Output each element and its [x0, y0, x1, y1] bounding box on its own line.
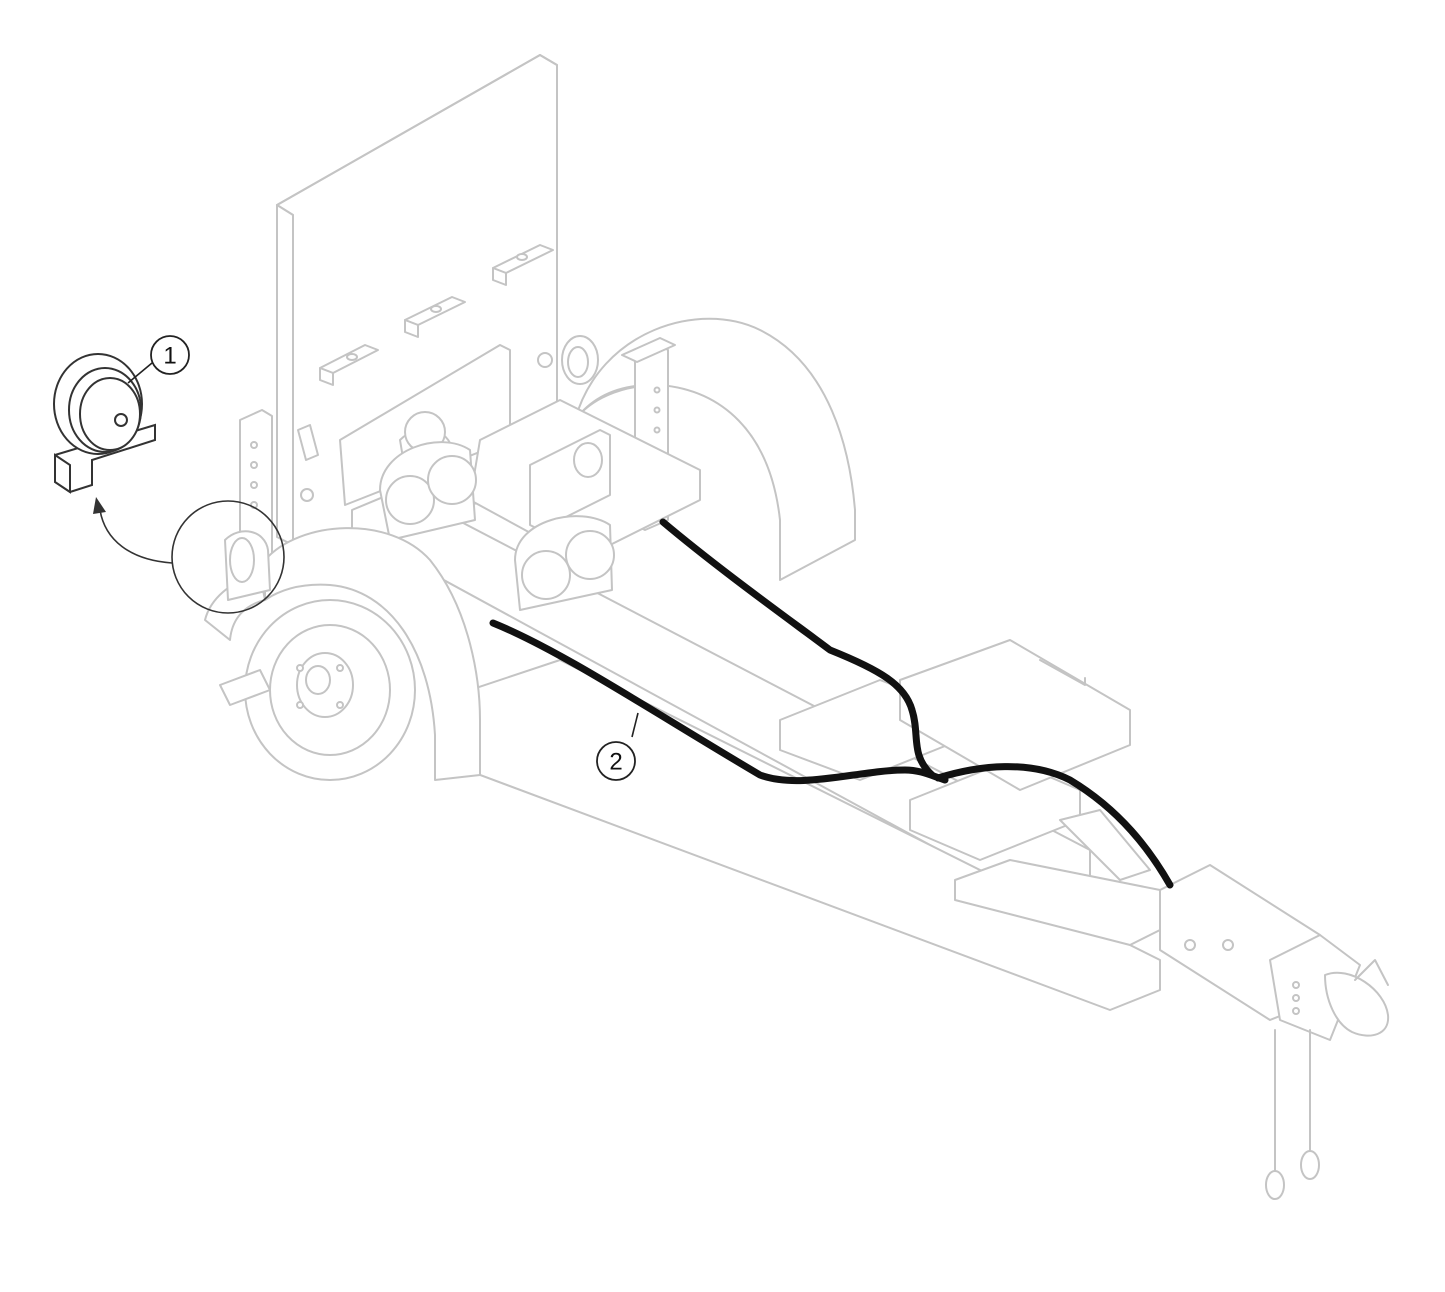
detail-arrow [99, 509, 173, 564]
detail-circle [171, 500, 285, 614]
tail-light-location [224, 530, 271, 601]
far-tail-light [561, 335, 599, 385]
leader-2 [631, 712, 639, 738]
callout-1-label: 1 [163, 343, 176, 370]
trailer-frame [351, 399, 1390, 1200]
callout-1: 1 [150, 335, 190, 375]
harness-trunk [934, 763, 1174, 889]
harness-branch-far [659, 518, 936, 779]
wiring-harness [489, 518, 1174, 889]
bed-fixtures [379, 411, 615, 611]
tail-light-part [53, 353, 156, 494]
callout-2-label: 2 [609, 749, 622, 776]
harness-branch-near [489, 619, 949, 785]
detail-arrowhead [93, 497, 106, 514]
callout-2: 2 [596, 741, 636, 781]
leader-1 [127, 362, 153, 384]
